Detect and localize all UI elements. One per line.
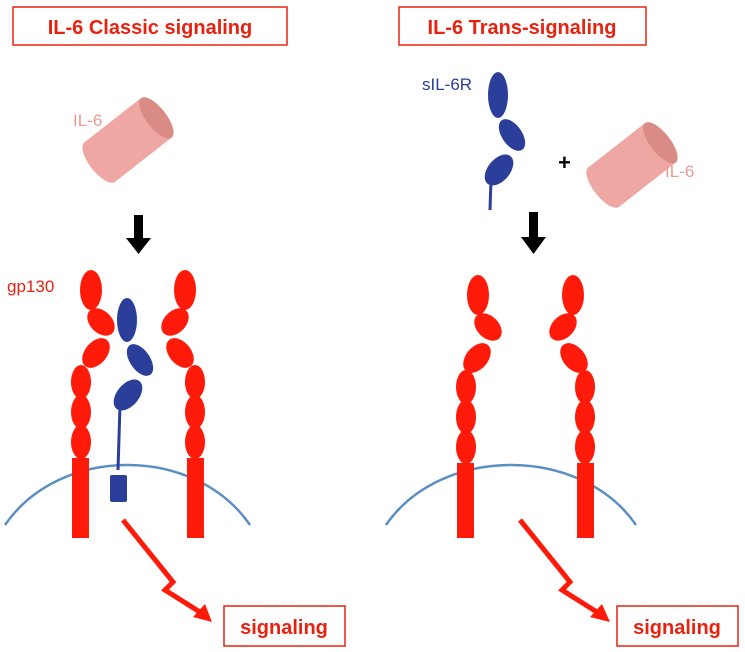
il6-label-left: IL-6 — [73, 111, 102, 130]
membrane-left — [3, 463, 252, 526]
signaling-label-right: signaling — [633, 617, 721, 639]
signaling-box-right — [616, 605, 739, 647]
signaling-box-left — [223, 605, 346, 647]
gp130-label: gp130 — [7, 277, 54, 296]
il6-label-right: IL-6 — [665, 162, 694, 181]
il6-cylinder-left — [82, 97, 174, 183]
trans-title: IL-6 Trans-signaling — [428, 17, 617, 39]
gp130-receptor-trans-right — [549, 275, 595, 538]
membrane-right — [384, 463, 638, 526]
down-arrow-icon-right — [521, 212, 546, 254]
sil6r-soluble — [484, 72, 526, 211]
sil6r-label: sIL-6R — [422, 75, 472, 94]
gp130-receptor-right — [161, 270, 205, 538]
il6r-membrane-bound — [110, 298, 154, 502]
trans-title-box — [398, 6, 647, 46]
il6-cylinder-right — [586, 122, 678, 208]
trans-panel: IL-6 Trans-signaling sIL-6R + IL-6 — [384, 6, 739, 647]
classic-title-box — [12, 6, 288, 46]
gp130-receptor-trans-left — [456, 275, 502, 538]
down-arrow-icon — [126, 215, 151, 254]
classic-title: IL-6 Classic signaling — [48, 17, 253, 39]
signaling-label-left: signaling — [240, 617, 328, 639]
lightning-arrow-icon-right — [518, 518, 610, 622]
gp130-receptor-left — [71, 270, 115, 538]
lightning-arrow-icon — [121, 518, 212, 622]
classic-panel: IL-6 Classic signaling IL-6 gp130 — [3, 6, 346, 647]
plus-sign: + — [558, 150, 571, 175]
